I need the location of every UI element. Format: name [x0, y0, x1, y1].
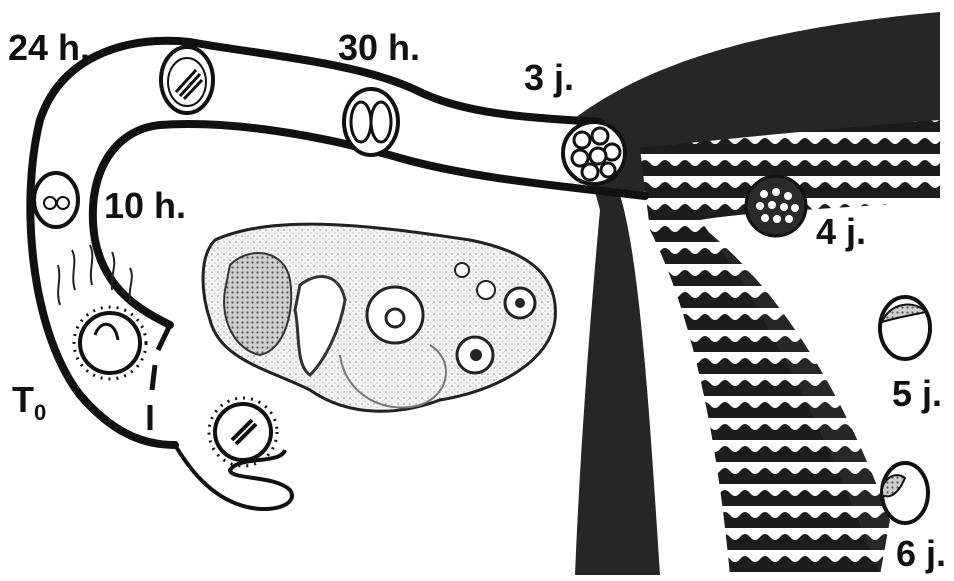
label-6j: 6 j. [896, 536, 946, 572]
label-3j: 3 j. [524, 60, 574, 96]
follicle-oocyte [515, 298, 525, 308]
blastomere [592, 128, 608, 144]
blastomere [601, 163, 615, 177]
label-t0: T0 [12, 382, 46, 424]
label-t0-subscript: 0 [34, 400, 46, 425]
follicle-oocyte [470, 349, 482, 361]
label-t0-main: T [12, 379, 34, 420]
fimbriae-dashes [150, 325, 170, 430]
zygote-10h-pronucleus [44, 197, 56, 209]
small-follicle [455, 263, 469, 277]
two-cell-blastomere [371, 102, 391, 142]
label-24h: 24 h. [8, 30, 90, 66]
zygote-10h-pronucleus [57, 197, 69, 209]
fertilization-oocyte [80, 313, 140, 373]
ovulated-oocyte [215, 404, 271, 460]
dominant-follicle-oocyte [386, 309, 404, 327]
label-4j: 4 j. [816, 214, 866, 250]
label-30h: 30 h. [338, 30, 420, 66]
blastomere [582, 164, 598, 180]
blastomere [590, 148, 606, 164]
label-5j: 5 j. [892, 376, 942, 412]
label-10h: 10 h. [104, 188, 186, 224]
small-follicle [477, 281, 495, 299]
blastomere [574, 132, 590, 148]
two-cell-blastomere [351, 102, 371, 142]
